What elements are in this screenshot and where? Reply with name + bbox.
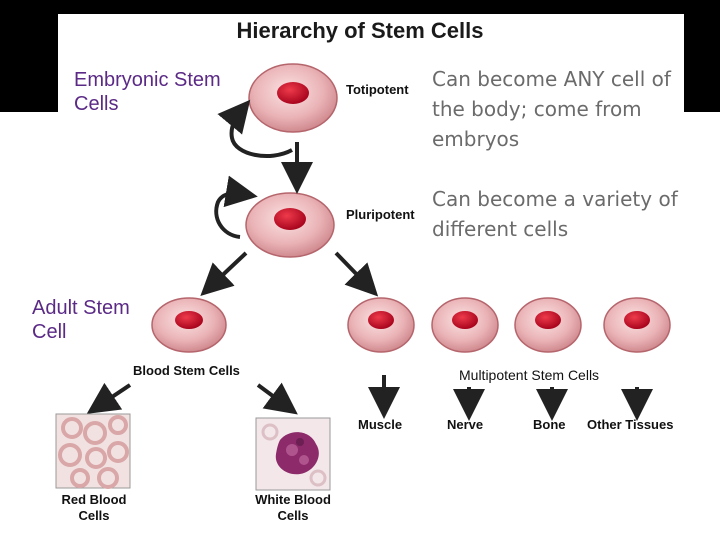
totipotent-label: Totipotent: [346, 82, 409, 97]
tissue-nerve: Nerve: [447, 417, 484, 432]
multipotent-stem-cells-label: Multipotent Stem Cells: [459, 367, 600, 383]
pluripotent-label: Pluripotent: [346, 207, 415, 222]
adult-stem-cell: [151, 297, 227, 353]
arrow-blood-to-red: [86, 382, 132, 414]
blood-stem-cells-label: Blood Stem Cells: [133, 363, 240, 378]
arrow-blood-to-white: [256, 382, 298, 415]
top-band-right: [684, 0, 720, 112]
tissue-bone: Bone: [533, 417, 566, 432]
pluripotent-cell: [245, 192, 335, 258]
multipotent-cell-2: [431, 297, 499, 353]
title-panel: [58, 14, 684, 112]
multipotent-cell-3: [514, 297, 582, 353]
arrow-pluripotent-to-multipotent: [334, 251, 379, 297]
embryonic-stem-cells-label: Embryonic Stem Cells: [74, 69, 221, 115]
red-blood-cells-image: [55, 413, 131, 489]
white-blood-cells-label: White Blood Cells: [255, 492, 331, 523]
pluripotent-description: Can become a variety of different cells: [432, 187, 678, 241]
white-blood-cell-image: [255, 417, 331, 491]
totipotent-cell: [248, 63, 338, 133]
multipotent-cell-1: [347, 297, 415, 353]
self-renewal-arrow-totipotent: [217, 99, 293, 158]
multipotent-cell-4: [603, 297, 671, 353]
red-blood-cells-label: Red Blood Cells: [61, 492, 127, 523]
tissue-other: Other Tissues: [587, 417, 674, 432]
page-title: Hierarchy of Stem Cells: [236, 18, 484, 43]
arrow-pluripotent-to-adult: [200, 251, 248, 296]
top-band-strip: [0, 0, 720, 14]
top-band-left: [0, 0, 58, 112]
totipotent-description: Can become ANY cell of the body; come fr…: [432, 67, 671, 151]
self-renewal-arrow-pluripotent: [214, 175, 258, 239]
tissue-muscle: Muscle: [358, 417, 403, 432]
adult-stem-cell-label: Adult Stem Cell: [32, 297, 130, 343]
